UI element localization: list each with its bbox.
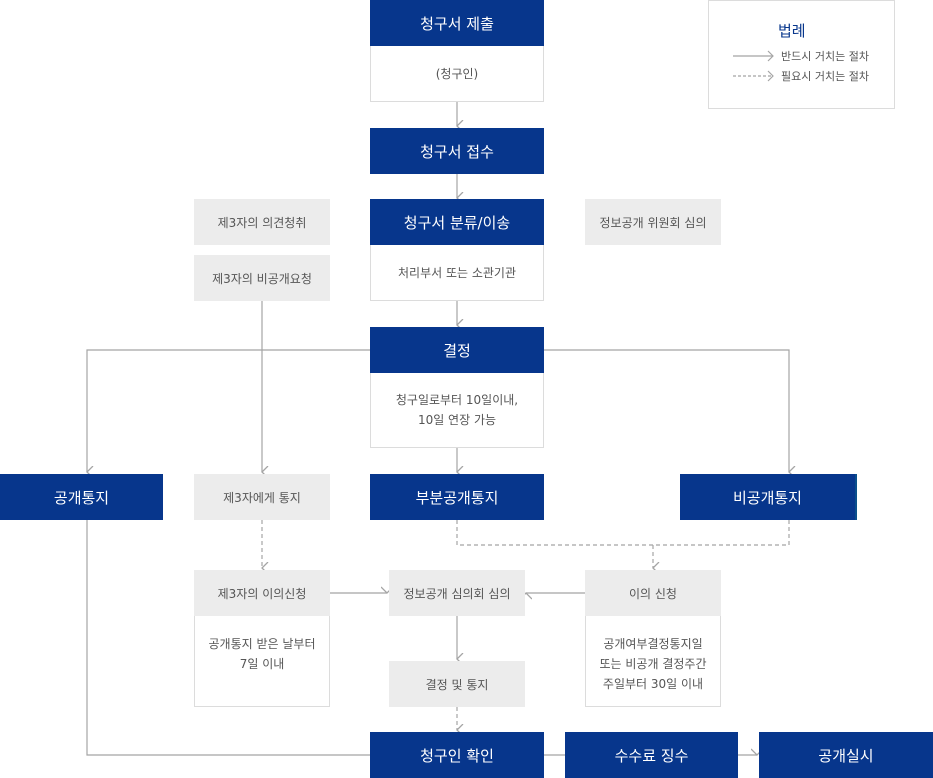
node-submit-note-text: (청구인) xyxy=(435,66,479,81)
dashed-arrow-icon xyxy=(733,70,774,82)
node-public-notice-title: 공개통지 xyxy=(53,488,110,507)
legend-title: 법례 xyxy=(778,22,806,40)
node-third-notice: 제3자에게 통지 xyxy=(194,474,330,520)
connector-public-confirm xyxy=(86,520,370,756)
node-disclose: 공개실시 xyxy=(759,732,933,778)
node-third-request: 제3자의 비공개요청 xyxy=(194,255,330,301)
node-objection: 이의 신청 xyxy=(585,570,721,616)
node-confirm: 청구인 확인 xyxy=(370,732,544,778)
node-receive-title: 청구서 접수 xyxy=(420,142,494,161)
legend-label-optional: 필요시 거치는 절차 xyxy=(781,70,869,83)
node-decide-notify: 결정 및 통지 xyxy=(389,661,525,707)
node-nonpublic-notice-title: 비공개통지 xyxy=(732,488,802,507)
connector-partial-merge xyxy=(456,520,790,546)
node-partial-notice: 부분공개통지 xyxy=(370,474,544,520)
node-classify-title: 청구서 분류/이송 xyxy=(403,213,511,232)
node-fee: 수수료 징수 xyxy=(565,732,738,778)
node-third-objection-title: 제3자의 이의신청 xyxy=(217,586,307,601)
node-third-objection-note-text: 공개통지 받은 날부터 7일 이내 xyxy=(208,637,316,671)
node-public-notice: 공개통지 xyxy=(0,474,163,520)
node-fee-title: 수수료 징수 xyxy=(614,746,689,765)
node-submit-title: 청구서 제출 xyxy=(420,14,494,33)
node-objection-note: 공개여부결정통지일 또는 비공개 결정주간 주일부터 30일 이내 xyxy=(585,616,721,707)
node-receive: 청구서 접수 xyxy=(370,128,544,174)
node-committee: 정보공개 위원회 심의 xyxy=(585,199,721,245)
node-submit-note: (청구인) xyxy=(370,46,544,102)
node-third-objection: 제3자의 이의신청 xyxy=(194,570,330,616)
node-objection-note-text: 공개여부결정통지일 또는 비공개 결정주간 주일부터 30일 이내 xyxy=(599,637,707,691)
node-third-request-title: 제3자의 비공개요청 xyxy=(212,271,312,286)
legend: 법례 반드시 거치는 절차 필요시 거치는 절차 xyxy=(708,0,895,109)
connector-decision-public xyxy=(87,349,370,472)
node-third-opinion-title: 제3자의 의견청취 xyxy=(217,215,307,230)
node-decide-notify-title: 결정 및 통지 xyxy=(425,677,489,692)
node-third-opinion: 제3자의 의견청취 xyxy=(194,199,330,245)
node-review-title: 정보공개 심의회 심의 xyxy=(403,586,511,601)
node-submit: 청구서 제출 xyxy=(370,0,544,46)
node-third-notice-title: 제3자에게 통지 xyxy=(223,490,301,505)
legend-item-required: 반드시 거치는 절차 xyxy=(733,48,869,64)
node-third-objection-note: 공개통지 받은 날부터 7일 이내 xyxy=(194,616,330,707)
node-classify: 청구서 분류/이송 xyxy=(370,199,544,245)
legend-label-required: 반드시 거치는 절차 xyxy=(781,50,869,63)
legend-item-optional: 필요시 거치는 절차 xyxy=(733,68,869,84)
node-classify-note-text: 처리부서 또는 소관기관 xyxy=(397,265,517,280)
node-confirm-title: 청구인 확인 xyxy=(420,746,494,765)
node-disclose-title: 공개실시 xyxy=(818,746,874,765)
node-committee-title: 정보공개 위원회 심의 xyxy=(599,215,707,230)
connector-decision-nonpublic xyxy=(544,349,789,472)
node-decision: 결정 xyxy=(370,327,544,373)
node-nonpublic-notice: 비공개통지 xyxy=(680,474,857,520)
node-decision-title: 결정 xyxy=(443,341,471,360)
node-objection-title: 이의 신청 xyxy=(629,586,677,601)
node-decision-note: 청구일로부터 10일이내, 10일 연장 가능 xyxy=(370,373,544,448)
node-classify-note: 처리부서 또는 소관기관 xyxy=(370,245,544,301)
solid-arrow-icon xyxy=(733,50,774,62)
node-decision-note-text: 청구일로부터 10일이내, 10일 연장 가능 xyxy=(395,393,519,427)
node-partial-notice-title: 부분공개통지 xyxy=(415,488,499,507)
node-review: 정보공개 심의회 심의 xyxy=(389,570,525,616)
